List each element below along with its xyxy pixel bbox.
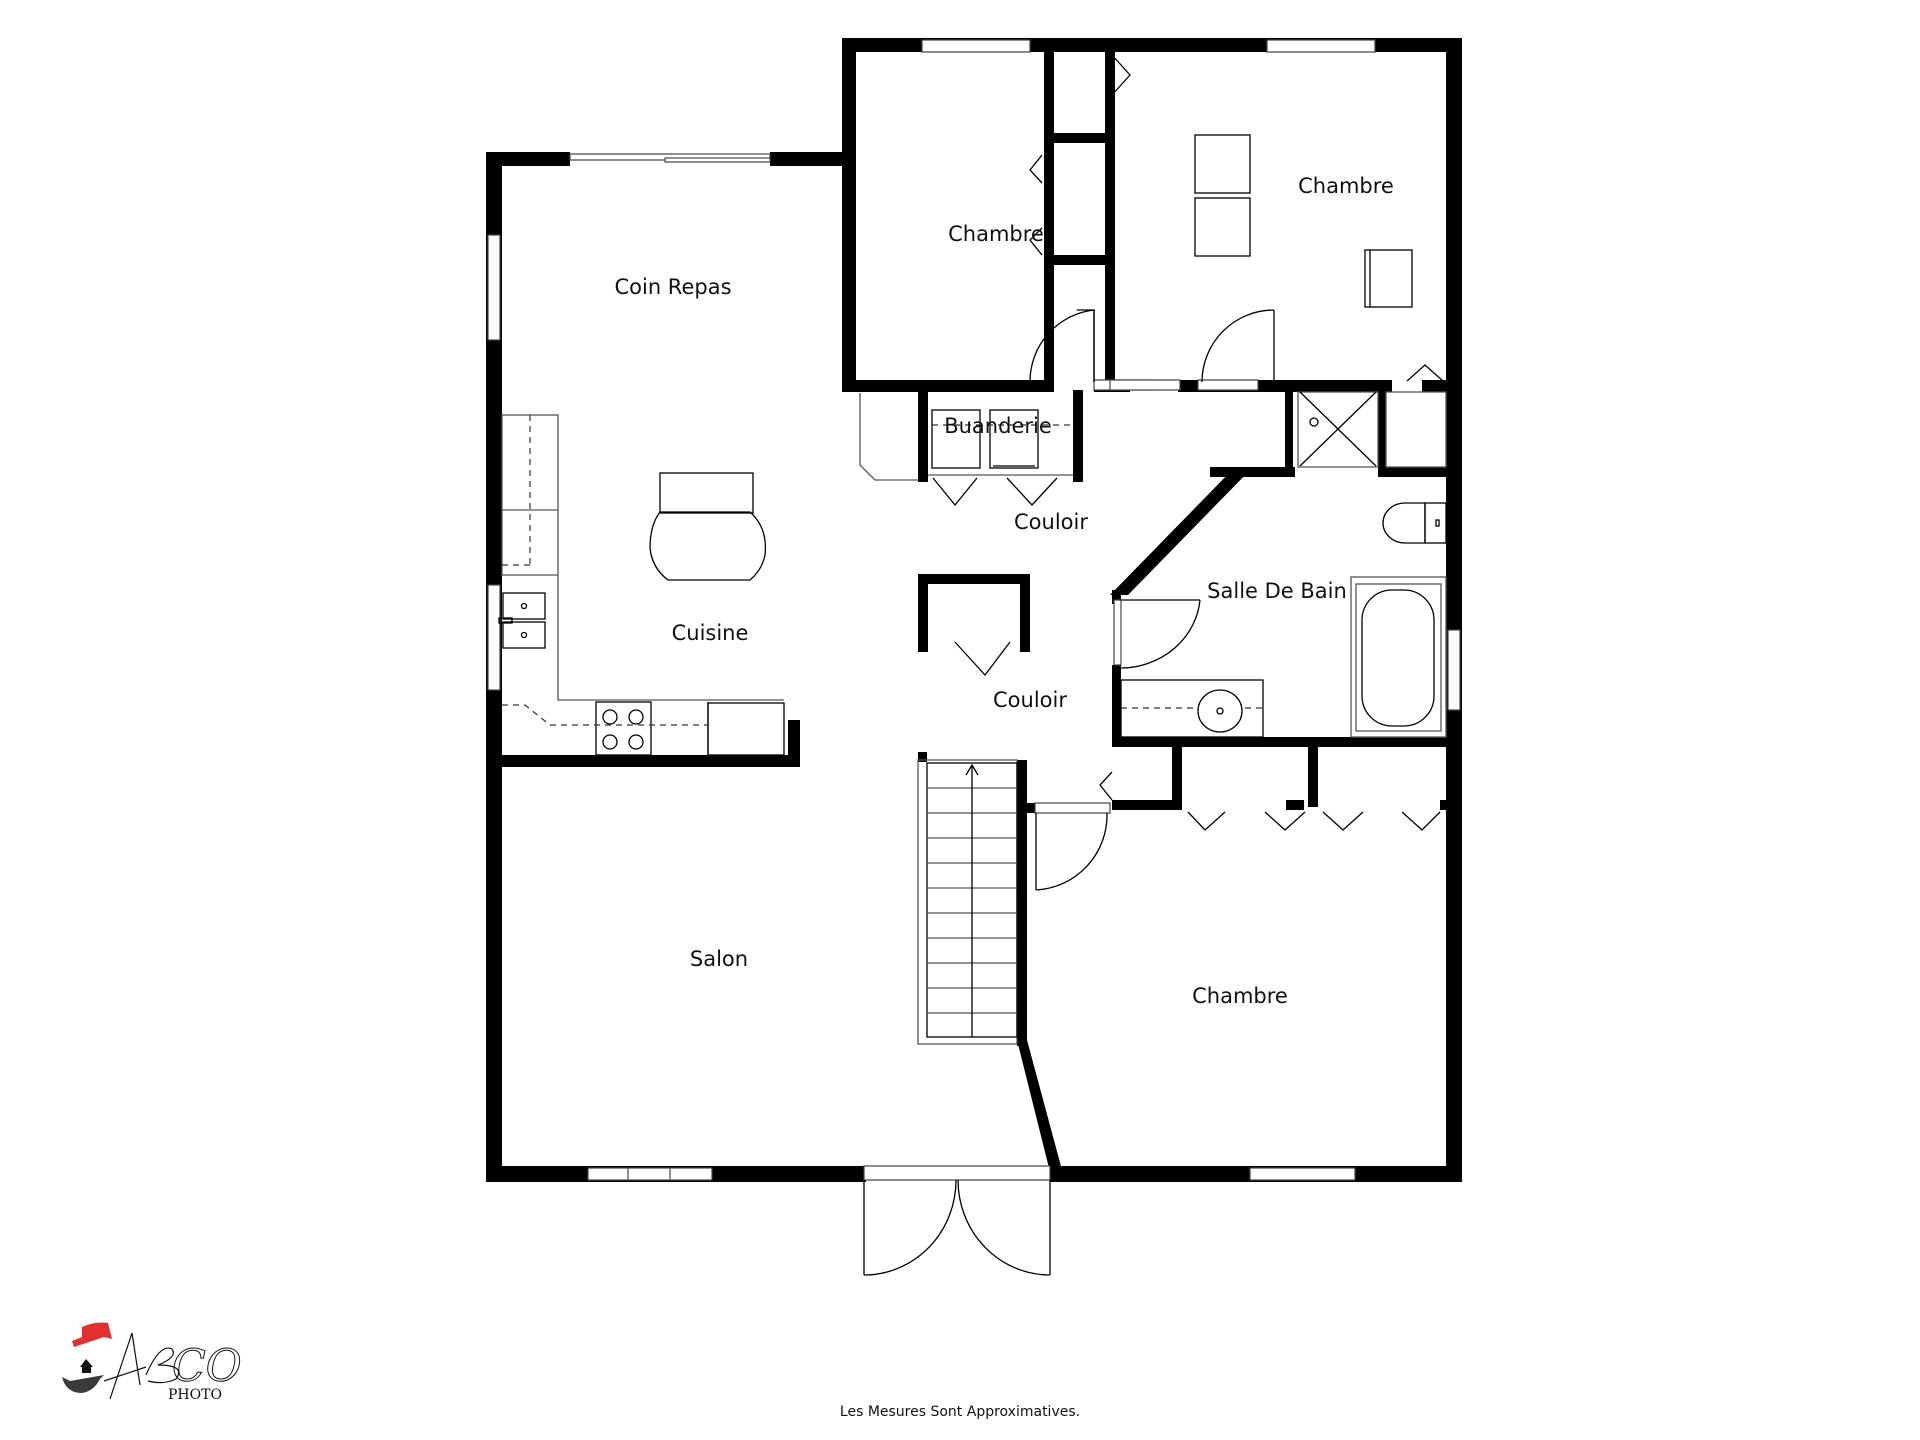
label-buanderie: Buanderie	[944, 414, 1052, 438]
logo-script-b	[145, 1347, 180, 1384]
label-salle-de-bain: Salle De Bain	[1207, 579, 1347, 603]
logo-name: CO	[172, 1341, 242, 1392]
label-couloir-upper: Couloir	[1014, 510, 1088, 534]
cap-icon	[72, 1322, 112, 1347]
abco-photo-logo: CO PHOTO	[62, 1322, 242, 1403]
label-chambre-ne: Chambre	[1298, 174, 1394, 198]
label-salon: Salon	[690, 947, 748, 971]
logo-sub: PHOTO	[168, 1387, 222, 1403]
label-chambre-se: Chambre	[1192, 984, 1288, 1008]
room-labels: Coin Repas Chambre Chambre Buanderie Cou…	[614, 174, 1393, 1008]
doors	[863, 54, 1444, 1276]
house-icon	[80, 1359, 93, 1373]
label-chambre-nw: Chambre	[948, 222, 1044, 246]
label-coin-repas: Coin Repas	[614, 275, 731, 299]
exterior-walls	[486, 38, 1462, 1182]
label-cuisine: Cuisine	[672, 621, 749, 645]
fixtures	[498, 134, 1447, 1045]
logo-script-a	[103, 1332, 147, 1400]
hand-icon	[62, 1375, 104, 1393]
interior-walls	[486, 52, 1452, 1172]
label-couloir-lower: Couloir	[993, 688, 1067, 712]
measurement-disclaimer: Les Mesures Sont Approximatives.	[839, 1404, 1081, 1420]
windows	[487, 39, 1461, 1181]
